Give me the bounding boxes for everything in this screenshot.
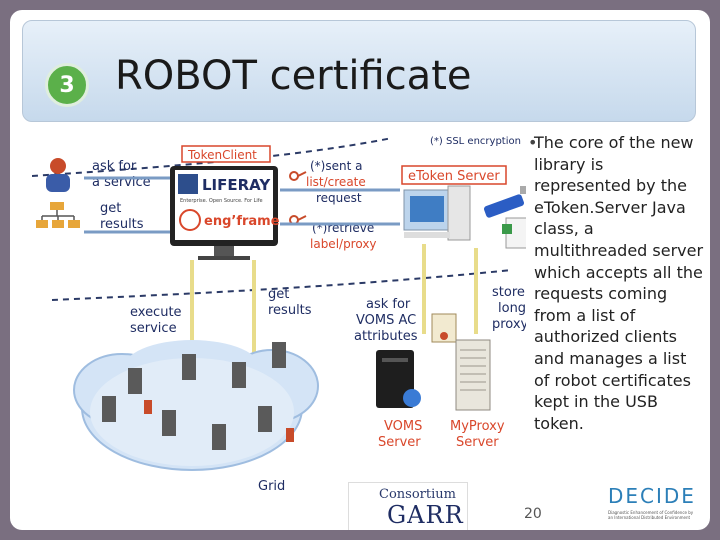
etoken-server-label: eToken Server [408,169,500,184]
slide-number-badge: 3 [45,63,89,107]
usb-token-icon [483,186,528,218]
page-number: 20 [524,506,542,522]
bullet-text: The core of the new library is represent… [534,133,704,433]
certificate-icon [431,313,457,343]
myproxy-server-icon [455,339,491,411]
decide-logo-text: DECIDE [608,484,696,508]
svg-text:Enterprise. Open Source. For L: Enterprise. Open Source. For Life [180,198,263,204]
bullet-item: • The core of the new library is represe… [528,132,704,434]
bullet-dot-icon: • [528,133,538,152]
title-bar: 3 ROBOT certificate [22,20,696,122]
decide-logo: DECIDE Diagnostic Enhancement of Confide… [590,484,700,524]
server-computer-icon [403,185,471,241]
key-icon [289,171,307,225]
token-client-label: TokenClient [187,148,257,162]
voms-server-icon [376,350,421,408]
grid-label: Grid [258,479,285,494]
garr-logo-main-text: GARR [387,501,464,529]
network-icon [36,202,80,228]
slide-title: ROBOT certificate [115,53,472,99]
etoken-server-box [401,165,507,185]
dashed-boundary-bottom [51,269,513,301]
garr-logo-top-text: Consortium [379,487,456,502]
user-icon [46,158,70,192]
bullet-panel: • The core of the new library is represe… [526,122,710,462]
decide-logo-subtext: Diagnostic Enhancement of Confidence by … [608,510,694,520]
ssl-note: (*) SSL encryption [430,136,521,147]
liferay-monitor: LIFERAY Enterprise. Open Source. For Lif… [170,166,280,260]
garr-logo: Consortium GARR [348,482,468,530]
grid-cloud [73,340,319,471]
svg-text:LIFERAY: LIFERAY [202,176,271,194]
svg-text:eng’frame: eng’frame [204,214,280,229]
token-client-box [181,145,271,163]
